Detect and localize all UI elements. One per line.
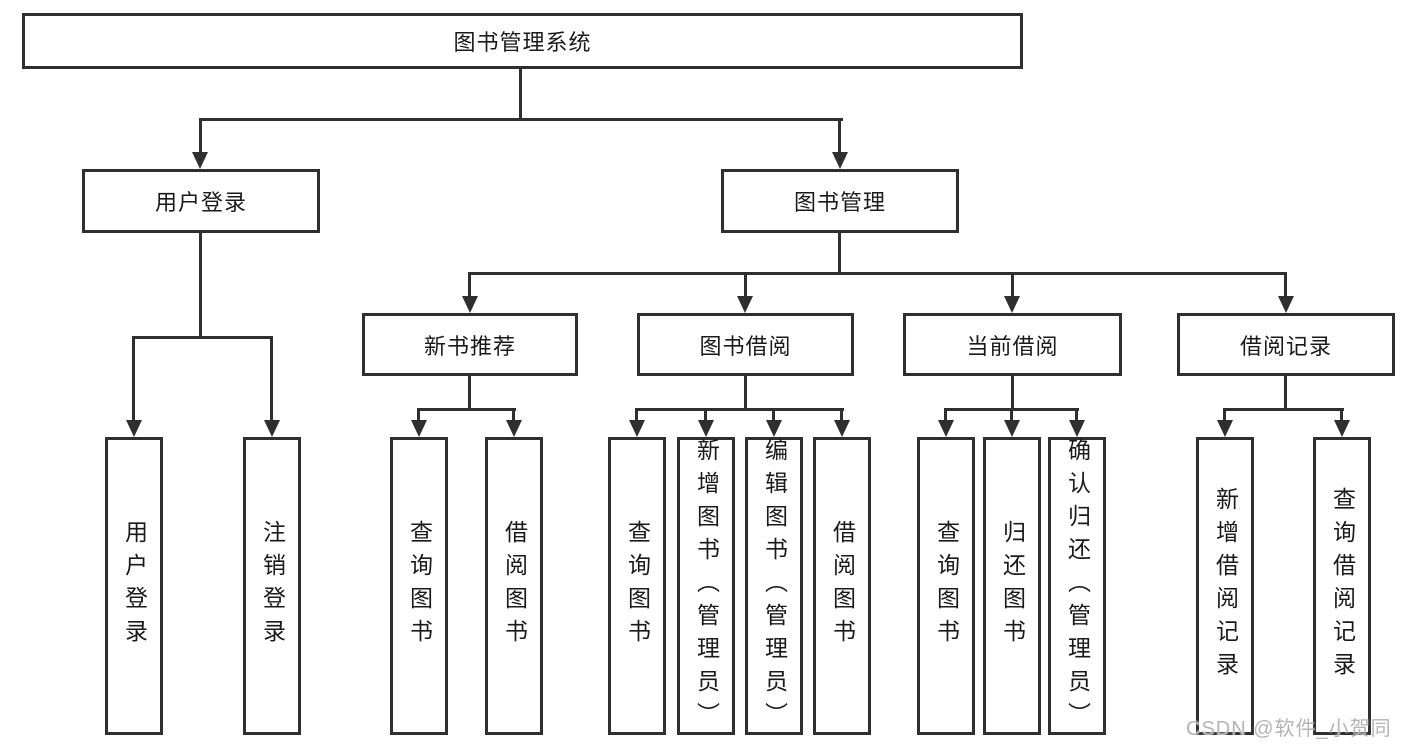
connector-line — [519, 69, 522, 118]
connector-line — [838, 233, 841, 272]
connector-line — [132, 336, 273, 339]
connector-line — [704, 411, 707, 421]
connector-line — [1011, 376, 1014, 408]
leaf-newbook-borrow-label: 借阅图书 — [501, 520, 528, 652]
connector-line — [199, 118, 843, 121]
connector-line — [512, 411, 515, 421]
leaf-records-add: 新增借阅记录 — [1196, 437, 1254, 735]
node-user-login: 用户登录 — [82, 169, 320, 233]
connector-line — [635, 408, 844, 411]
node-book-borrow: 图书借阅 — [637, 313, 854, 376]
arrowhead-down — [1217, 420, 1233, 437]
leaf-borrow-edit-book-label: 编辑图书（管理员） — [761, 437, 788, 735]
connector-line — [468, 376, 471, 408]
connector-line — [417, 408, 516, 411]
connector-line — [199, 121, 202, 153]
leaf-newbook-search-label: 查询图书 — [406, 520, 433, 652]
arrowhead-down — [1004, 420, 1020, 437]
connector-line — [838, 121, 841, 153]
leaf-borrow-edit-book: 编辑图书（管理员） — [745, 437, 803, 735]
connector-line — [468, 272, 1287, 275]
arrowhead-down — [832, 152, 848, 169]
csdn-watermark: CSDN @软件_小贺同学 — [1186, 718, 1392, 740]
arrowhead-down — [766, 420, 782, 437]
leaf-newbook-borrow: 借阅图书 — [485, 437, 543, 735]
arrowhead-down — [938, 420, 954, 437]
arrowhead-down — [629, 420, 645, 437]
arrowhead-down — [264, 420, 280, 437]
node-new-book-recommend-label: 新书推荐 — [423, 333, 516, 359]
leaf-borrow-borrow-book-label: 借阅图书 — [829, 520, 856, 652]
leaf-user-login-label: 用户登录 — [121, 520, 148, 652]
leaf-borrow-search: 查询图书 — [608, 437, 666, 735]
node-user-login-label: 用户登录 — [154, 190, 247, 215]
connector-line — [944, 411, 947, 421]
connector-line — [840, 411, 843, 421]
node-borrow-records-label: 借阅记录 — [1239, 333, 1332, 359]
leaf-borrow-add-book: 新增图书（管理员） — [677, 437, 735, 735]
arrowhead-down — [1278, 296, 1294, 313]
connector-line — [1284, 376, 1287, 408]
connector-line — [132, 339, 135, 420]
leaf-current-confirm-return: 确认归还（管理员） — [1048, 437, 1106, 735]
leaf-current-return: 归还图书 — [983, 437, 1041, 735]
arrowhead-down — [506, 420, 522, 437]
node-new-book-recommend: 新书推荐 — [362, 313, 578, 376]
leaf-newbook-search: 查询图书 — [390, 437, 448, 735]
arrowhead-down — [1069, 420, 1085, 437]
connector-line — [744, 376, 747, 408]
leaf-logout-label: 注销登录 — [259, 520, 286, 652]
connector-line — [1223, 411, 1226, 421]
leaf-current-search: 查询图书 — [917, 437, 975, 735]
connector-line — [1011, 275, 1014, 297]
connector-line — [1075, 411, 1078, 421]
node-current-borrow: 当前借阅 — [903, 313, 1122, 376]
connector-line — [635, 411, 638, 421]
leaf-borrow-add-book-label: 新增图书（管理员） — [693, 437, 720, 735]
connector-line — [1340, 411, 1343, 421]
leaf-current-confirm-return-label: 确认归还（管理员） — [1064, 437, 1091, 735]
arrowhead-down — [126, 420, 142, 437]
arrowhead-down — [834, 420, 850, 437]
connector-line — [417, 411, 420, 421]
connector-line — [199, 233, 202, 336]
arrowhead-down — [1334, 420, 1350, 437]
node-book-management-label: 图书管理 — [793, 190, 886, 215]
arrowhead-down — [737, 296, 753, 313]
connector-line — [772, 411, 775, 421]
leaf-logout: 注销登录 — [243, 437, 301, 735]
connector-line — [270, 339, 273, 420]
node-borrow-records: 借阅记录 — [1177, 313, 1395, 376]
leaf-current-search-label: 查询图书 — [933, 520, 960, 652]
connector-line — [1010, 411, 1013, 421]
arrowhead-down — [698, 420, 714, 437]
connector-line — [744, 275, 747, 297]
leaf-borrow-borrow-book: 借阅图书 — [813, 437, 871, 735]
node-book-management: 图书管理 — [721, 169, 959, 233]
connector-line — [468, 275, 471, 297]
node-book-borrow-label: 图书借阅 — [699, 333, 792, 359]
node-root-label: 图书管理系统 — [453, 30, 592, 55]
arrowhead-down — [1004, 296, 1020, 313]
arrowhead-down — [192, 152, 208, 169]
leaf-records-search: 查询借阅记录 — [1313, 437, 1371, 735]
leaf-records-search-label: 查询借阅记录 — [1329, 487, 1356, 685]
leaf-borrow-search-label: 查询图书 — [624, 520, 651, 652]
arrowhead-down — [462, 296, 478, 313]
node-root: 图书管理系统 — [22, 13, 1023, 69]
leaf-user-login: 用户登录 — [105, 437, 163, 735]
leaf-current-return-label: 归还图书 — [999, 520, 1026, 652]
connector-line — [944, 408, 1079, 411]
arrowhead-down — [411, 420, 427, 437]
connector-line — [1284, 275, 1287, 297]
connector-line — [1223, 408, 1344, 411]
node-current-borrow-label: 当前借阅 — [966, 333, 1059, 359]
leaf-records-add-label: 新增借阅记录 — [1212, 487, 1239, 685]
